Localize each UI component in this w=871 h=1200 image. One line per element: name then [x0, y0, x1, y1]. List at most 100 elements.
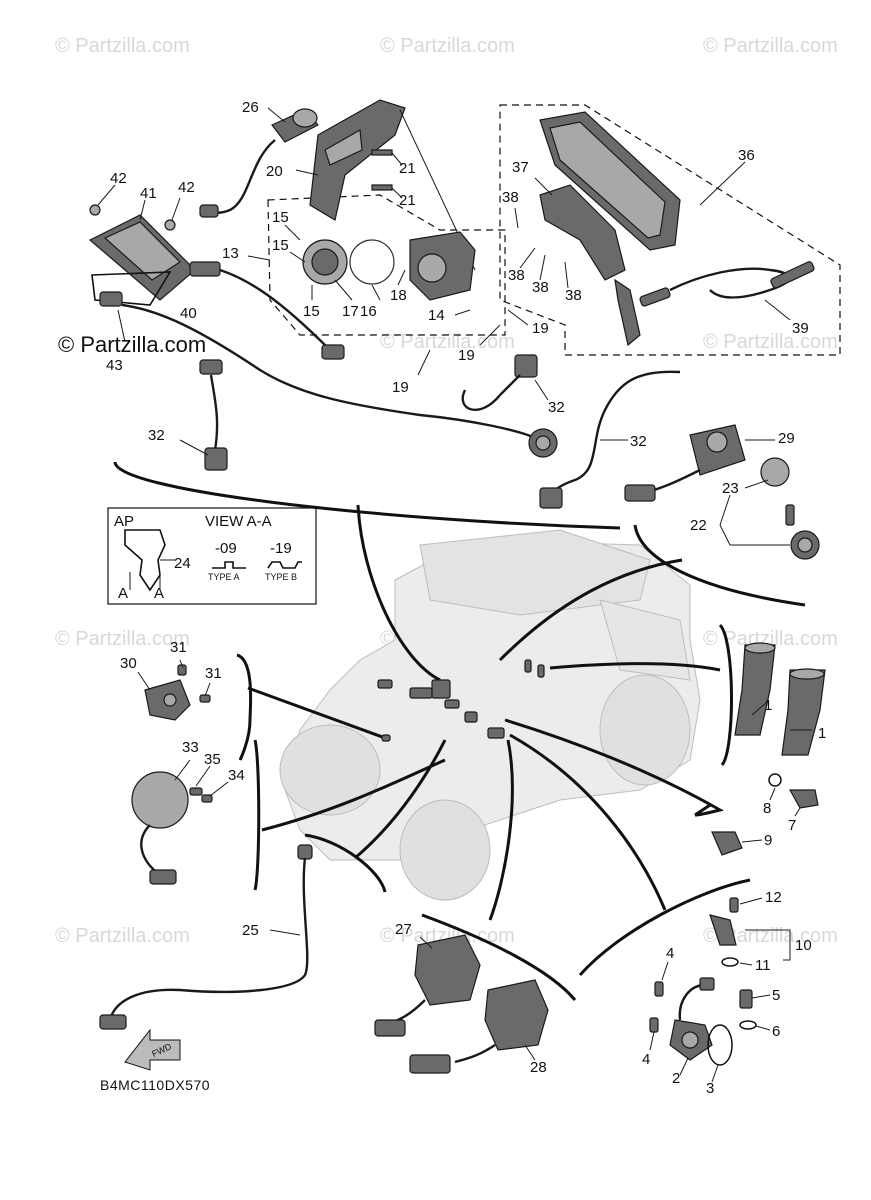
leader — [334, 279, 353, 301]
part-6-washer — [739, 1020, 757, 1030]
leader — [479, 324, 501, 346]
part-5-switch — [739, 989, 753, 1009]
watermark: © Partzilla.com — [703, 628, 838, 650]
leader — [195, 765, 211, 787]
leader — [719, 524, 790, 546]
label-38: 38 — [565, 287, 582, 304]
part-10-sensor — [709, 897, 739, 967]
leader — [295, 169, 319, 176]
label-20: 20 — [266, 163, 283, 180]
part-9-sensor — [711, 831, 743, 856]
vehicle-mounted-parts — [377, 659, 545, 742]
part-36-meter — [539, 111, 681, 251]
leader — [539, 254, 546, 281]
part-40-frame — [91, 271, 172, 306]
type-b-profile — [267, 561, 302, 569]
label-42: 42 — [178, 179, 195, 196]
watermark: © Partzilla.com — [380, 331, 515, 353]
part-3-gasket — [707, 1024, 733, 1066]
part-16-oring — [349, 239, 395, 285]
label-21: 21 — [399, 192, 416, 209]
leader — [174, 759, 191, 781]
leader — [755, 1025, 771, 1031]
leader — [289, 251, 306, 263]
label-2: 2 — [672, 1070, 680, 1087]
watermark: © Partzilla.com — [55, 925, 190, 947]
part-23-key — [760, 457, 795, 526]
leader — [514, 207, 519, 229]
watermark: © Partzilla.com — [703, 35, 838, 57]
type-a-profile — [212, 561, 246, 569]
label-28: 28 — [530, 1059, 547, 1076]
label-19: 19 — [392, 379, 409, 396]
label-4: 4 — [642, 1051, 650, 1068]
leader — [519, 247, 536, 269]
view-label: VIEW A-A — [205, 513, 272, 530]
leader — [751, 702, 767, 716]
label-24: 24 — [174, 555, 191, 572]
label-38: 38 — [508, 267, 525, 284]
label-21: 21 — [399, 160, 416, 177]
leader — [284, 224, 301, 241]
code-a: -09 — [215, 540, 237, 557]
label-32: 32 — [548, 399, 565, 416]
diagram-code: B4MC110DX570 — [100, 1077, 210, 1093]
watermark: © Partzilla.com — [55, 628, 190, 650]
leader — [739, 897, 763, 905]
leader — [247, 255, 271, 261]
label-33: 33 — [182, 739, 199, 756]
leader — [204, 682, 211, 697]
label-1: 1 — [818, 725, 826, 742]
part-32-wire — [539, 370, 681, 509]
label-13: 13 — [222, 245, 239, 262]
part-8-oring — [768, 773, 782, 787]
fwd-arrow: FWD — [124, 1028, 181, 1071]
label-18: 18 — [390, 287, 407, 304]
leader — [534, 379, 549, 401]
label-17: 17 — [342, 303, 359, 320]
part-22-cap — [790, 530, 820, 560]
part-29-switch — [624, 424, 746, 502]
leader — [179, 659, 184, 669]
part-2-sensor — [669, 977, 715, 1061]
label-31: 31 — [205, 665, 222, 682]
watermark: © Partzilla.com — [380, 35, 515, 57]
leader — [209, 781, 229, 797]
leader — [117, 309, 126, 343]
part-26-sensor — [199, 108, 319, 218]
watermark: © Partzilla.com — [380, 925, 515, 947]
leader — [171, 197, 181, 221]
label-41: 41 — [140, 185, 157, 202]
label-3: 3 — [706, 1080, 714, 1097]
part-1-coil-b — [781, 668, 826, 756]
part-27-relay — [374, 934, 481, 1037]
label-32: 32 — [630, 433, 647, 450]
label-40: 40 — [180, 305, 197, 322]
label-19: 19 — [458, 347, 475, 364]
label-42: 42 — [110, 170, 127, 187]
leader — [371, 284, 381, 301]
label-37: 37 — [512, 159, 529, 176]
part-32-connector — [461, 354, 538, 411]
leader — [417, 349, 431, 376]
leader — [267, 107, 286, 123]
leader — [719, 494, 731, 526]
leader — [764, 299, 791, 321]
part-30-relay — [144, 664, 211, 721]
part-37-bracket — [539, 184, 641, 347]
part-20-bracket — [309, 99, 406, 221]
leader — [649, 1031, 655, 1051]
label-32: 32 — [148, 427, 165, 444]
leader — [391, 187, 403, 199]
part-28-relay — [409, 979, 549, 1074]
meter-group-outline — [499, 104, 841, 356]
callout-lines — [113, 461, 806, 1001]
label-29: 29 — [778, 430, 795, 447]
label-30: 30 — [120, 655, 137, 672]
watermark: © Partzilla.com — [703, 331, 838, 353]
leader — [397, 269, 406, 286]
label-6: 6 — [772, 1023, 780, 1040]
label-39: 39 — [792, 320, 809, 337]
label-14: 14 — [428, 307, 445, 324]
